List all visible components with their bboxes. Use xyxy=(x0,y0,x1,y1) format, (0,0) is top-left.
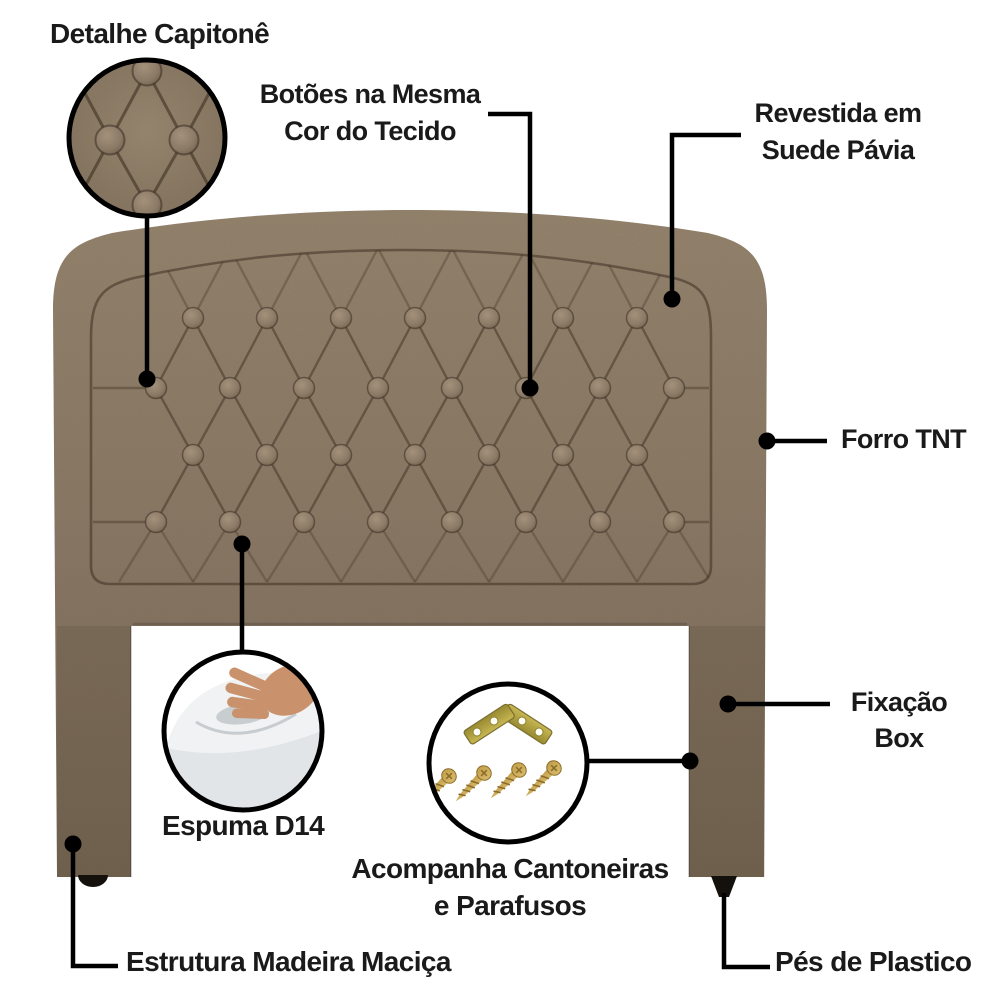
label-detalhe-capitone: Detalhe Capitonê xyxy=(50,18,270,49)
label-acompanha-line2: e Parafusos xyxy=(433,890,587,921)
right-foot-icon xyxy=(711,876,737,897)
label-forro-tnt: Forro TNT xyxy=(841,424,967,454)
label-fixacao-line1: Fixação xyxy=(850,687,948,717)
left-foot-icon xyxy=(78,875,108,887)
label-acompanha-cantoneiras: Acompanha Cantoneiras e Parafusos xyxy=(310,850,710,924)
espuma-circle xyxy=(161,649,325,813)
label-botoes-line1: Botões na Mesma xyxy=(259,79,481,109)
cantoneiras-circle xyxy=(426,681,590,845)
label-estrutura-madeira: Estrutura Madeira Maciça xyxy=(126,946,451,977)
tufted-panel-seam xyxy=(89,248,713,586)
headboard xyxy=(53,210,767,897)
detail-buttons xyxy=(94,60,200,216)
label-botoes-line2: Cor do Tecido xyxy=(284,116,456,146)
capitone-detail-circle xyxy=(66,57,228,219)
label-fixacao-line2: Box xyxy=(874,723,924,753)
label-botoes: Botões na Mesma Cor do Tecido xyxy=(232,76,508,150)
callout-pes xyxy=(721,893,770,970)
label-fixacao-box: Fixação Box xyxy=(799,684,999,756)
label-revestida-line2: Suede Pávia xyxy=(761,135,915,165)
callout-estrutura xyxy=(70,844,118,969)
left-leg-shade xyxy=(57,626,131,877)
corner-bracket-icon xyxy=(463,703,553,745)
right-leg-shade xyxy=(689,626,765,877)
callout-dots xyxy=(64,290,776,853)
label-revestida: Revestida em Suede Pávia xyxy=(718,95,958,169)
label-acompanha-line1: Acompanha Cantoneiras xyxy=(351,853,669,884)
fabric-texture xyxy=(53,210,767,877)
label-pes-plastico: Pés de Plastico xyxy=(775,946,972,977)
label-espuma-d14: Espuma D14 xyxy=(162,810,325,841)
callout-botoes xyxy=(488,111,533,388)
label-revestida-line1: Revestida em xyxy=(754,98,922,128)
tuft-buttons xyxy=(144,306,686,534)
callout-revestida xyxy=(669,132,741,299)
